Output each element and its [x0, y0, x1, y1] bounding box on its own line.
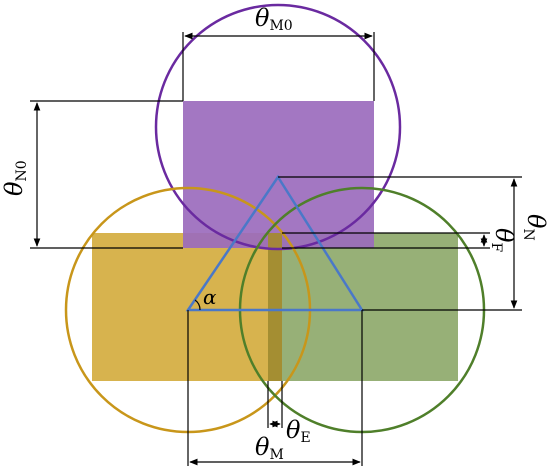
- dimension-arrows: [33, 32, 518, 466]
- label-theta-n: θN: [520, 214, 550, 241]
- label-alpha: α: [203, 285, 217, 309]
- label-theta-m: θM: [255, 433, 284, 463]
- purple-rectangle: [183, 101, 374, 248]
- label-theta-m0: θM0: [255, 4, 293, 34]
- purple-circle: [154, 3, 402, 251]
- label-theta-n0: θN0: [0, 160, 30, 196]
- alpha-arc: [194, 299, 201, 311]
- label-theta-e: θE: [286, 416, 311, 446]
- center-triangle: [185, 174, 365, 312]
- label-theta-f: θF: [488, 228, 518, 252]
- overlap-strip: [268, 233, 282, 381]
- extension-lines: [30, 32, 522, 466]
